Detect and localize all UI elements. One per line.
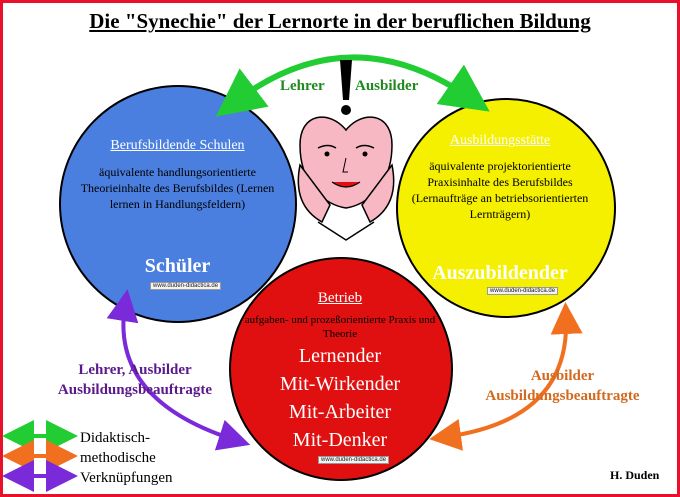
legend-line3: Verknüpfungen (80, 470, 173, 486)
company-role-4: Mit-Denker (292, 429, 388, 451)
company-role-3: Mit-Arbeiter (288, 401, 392, 423)
diagram-title: Die "Synechie" der Lernorte in der beruf… (89, 9, 591, 33)
exclamation-icon (340, 60, 352, 115)
training-watermark: www.duden-didactica.de (487, 287, 559, 295)
legend-arrows (2, 420, 78, 492)
right-link-label-line2: Ausbildungsbeauftragte (485, 388, 640, 404)
purple-link-arrow (106, 289, 251, 451)
right-link-label: Ausbilder Ausbildungsbeauftragte (460, 366, 665, 406)
right-link-label-line1: Ausbilder (530, 368, 595, 384)
company-watermark: www.duden-didactica.de (318, 456, 390, 464)
author-credit: H. Duden (610, 468, 660, 482)
top-link-label-right: Ausbilder (355, 78, 419, 94)
top-link-label-left: Lehrer (280, 78, 325, 94)
training-role: Auszubildender (432, 262, 568, 284)
left-link-label: Lehrer, Ausbilder Ausbildungsbeauftragte (30, 360, 240, 400)
orange-link-arrow (429, 302, 583, 451)
legend-text: Didaktisch- methodische Verknüpfungen (80, 428, 200, 488)
legend-line1: Didaktisch- (80, 430, 150, 446)
company-role-2: Mit-Wirkender (279, 373, 401, 395)
school-body: äquivalente handlungsorientierte Theorie… (80, 165, 275, 211)
left-link-label-line2: Ausbildungsbeauftragte (57, 382, 213, 398)
green-link-arrow (215, 54, 490, 117)
school-role: Schüler (144, 255, 211, 277)
legend-line2: methodische (80, 450, 156, 466)
left-link-label-line1: Lehrer, Ausbilder (78, 362, 192, 378)
school-heading: Berufsbildende Schulen (110, 138, 245, 153)
thinking-face-icon (297, 116, 395, 241)
company-body: aufgaben- und prozeßorientierte Praxis u… (244, 314, 436, 340)
company-heading: Betrieb (317, 290, 363, 306)
school-watermark: www.duden-didactica.de (150, 282, 222, 290)
training-body: äquivalente projektorientierte Praxisinh… (411, 159, 589, 221)
training-heading: Ausbildungsstätte (449, 133, 551, 148)
company-role-1: Lernender (298, 345, 382, 367)
